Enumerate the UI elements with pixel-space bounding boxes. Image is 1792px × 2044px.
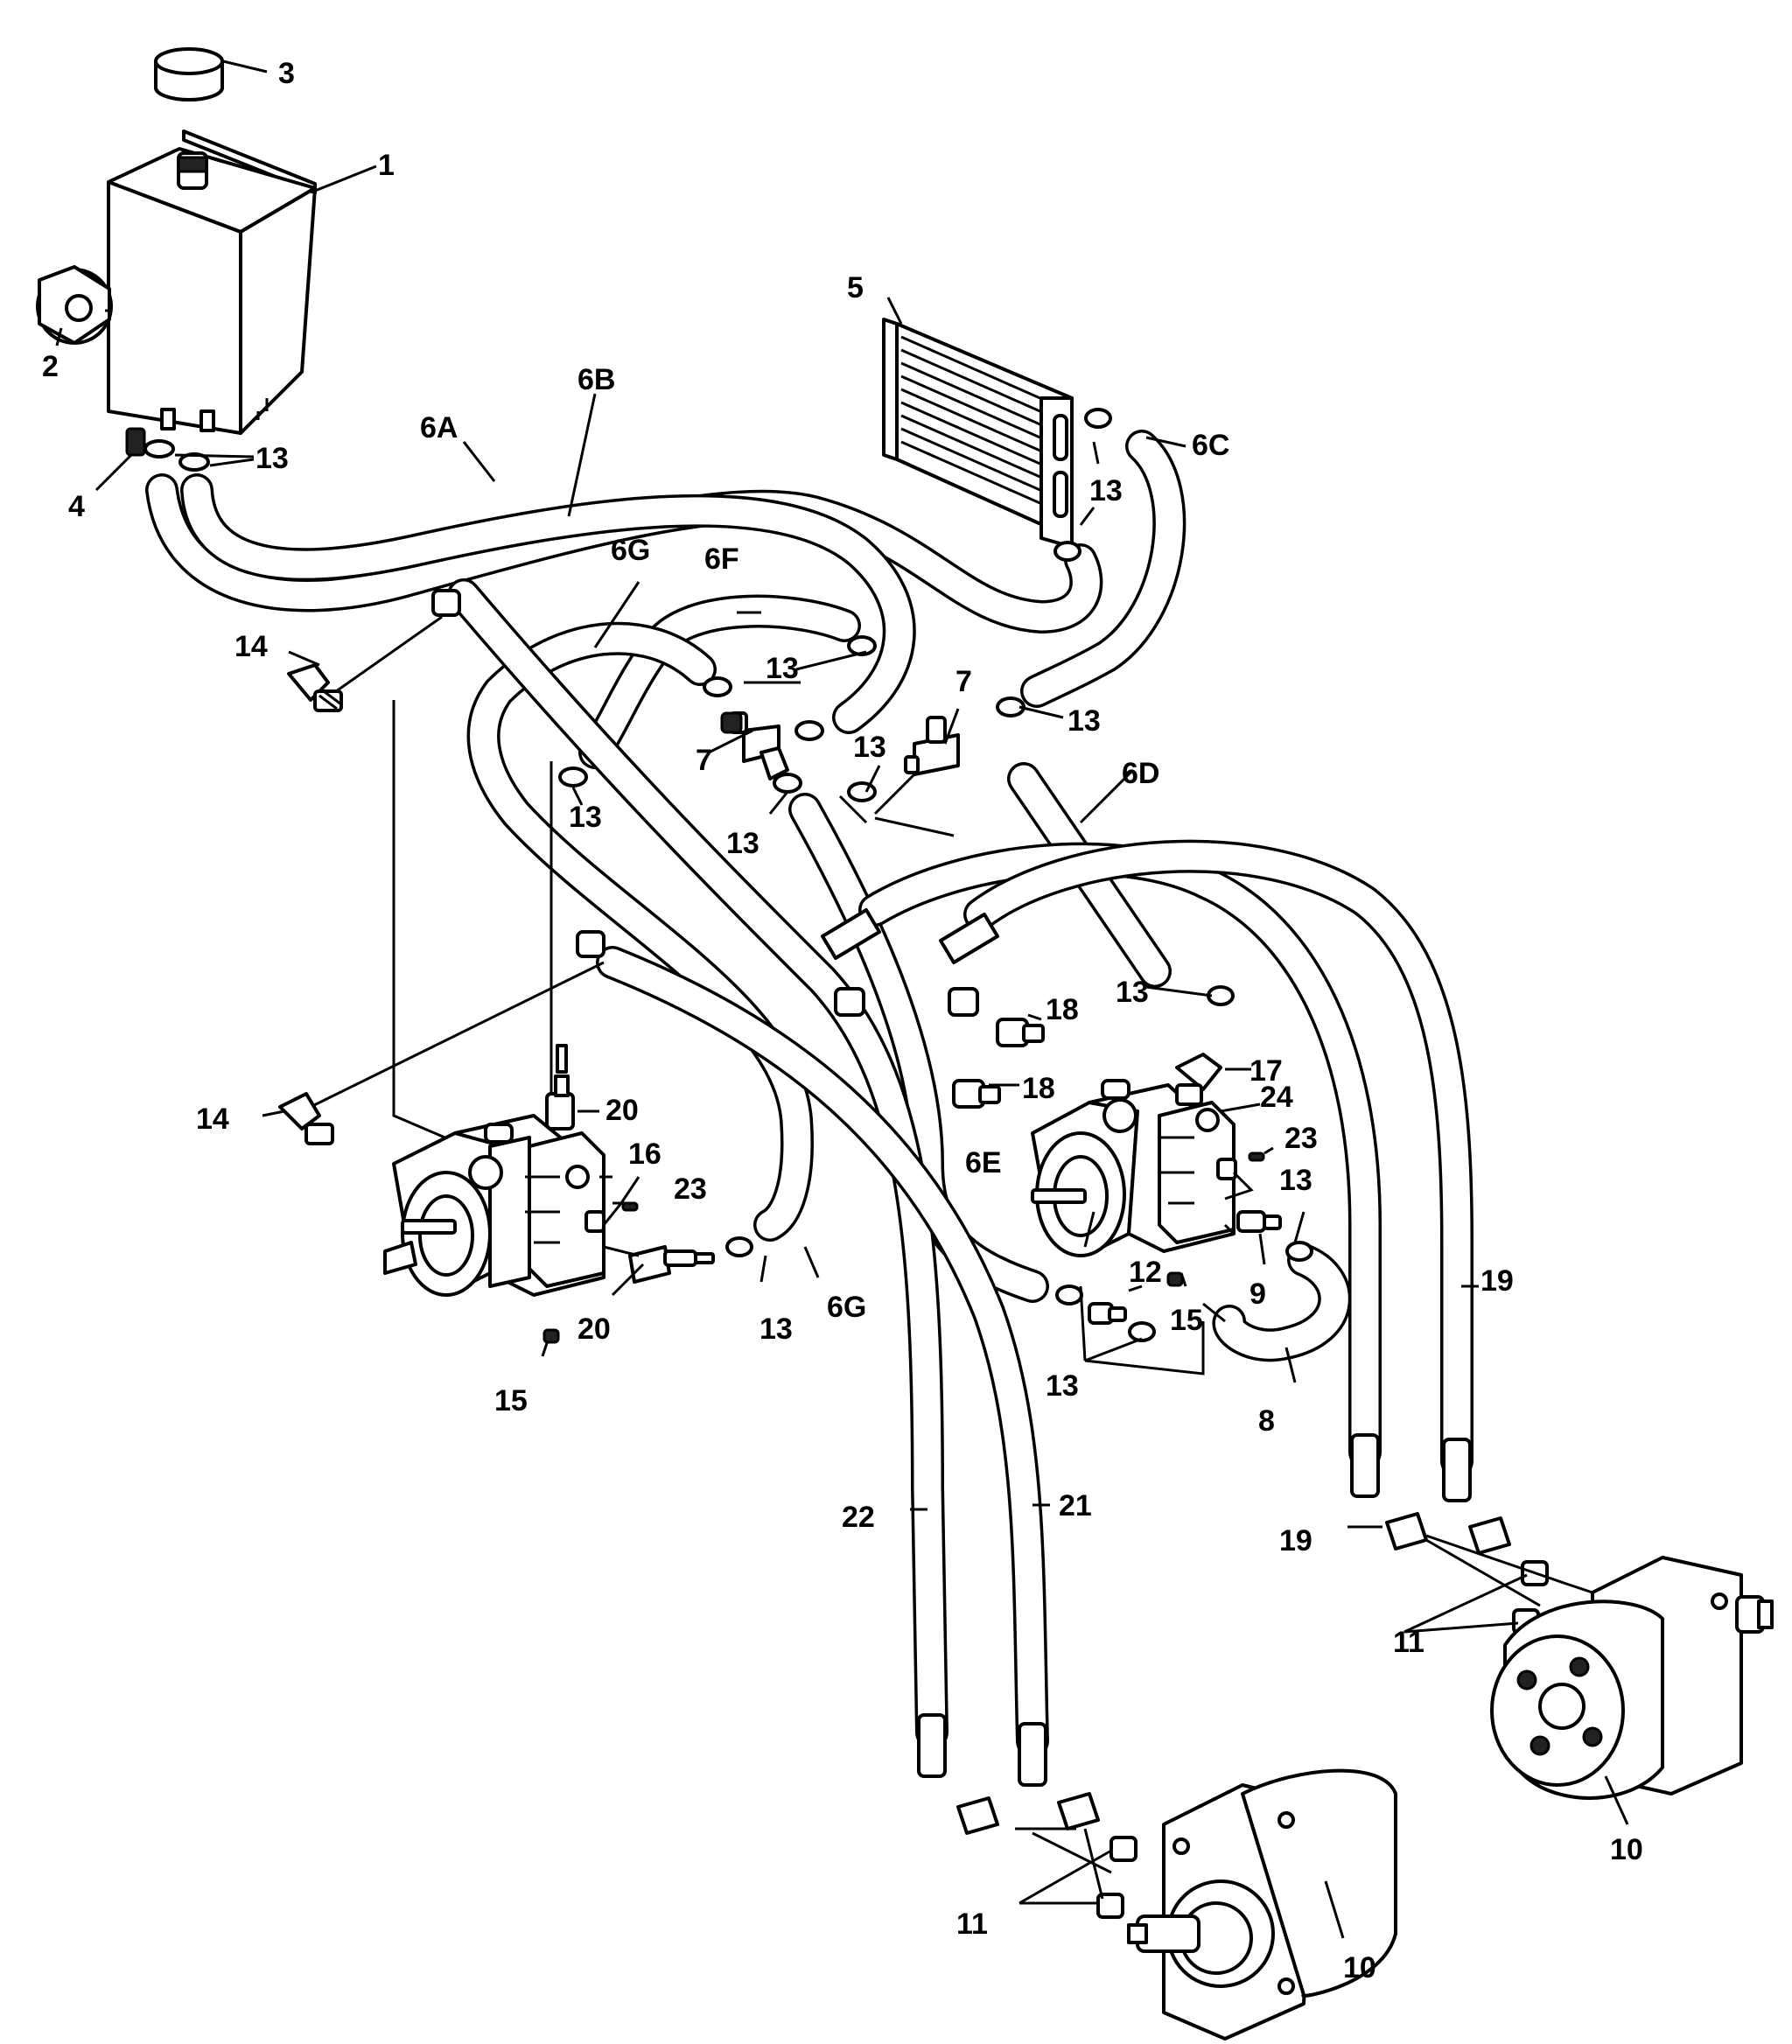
label-20-upper: 20 (606, 1094, 639, 1127)
label-13-6e: 13 (1046, 1369, 1079, 1403)
hose-8 (1212, 1243, 1352, 1362)
hose-6G (466, 621, 814, 1242)
label-9: 9 (1250, 1278, 1266, 1311)
elbow-fitting-17 (1175, 1053, 1222, 1106)
hose-22 (447, 578, 948, 1749)
fitting-18-lower (952, 1079, 1001, 1109)
label-6C: 6C (1192, 429, 1229, 462)
label-21: 21 (1059, 1489, 1092, 1522)
label-8: 8 (1258, 1404, 1275, 1438)
label-6A: 6A (420, 411, 458, 444)
label-10-right: 10 (1610, 1833, 1643, 1866)
label-13-center: 13 (726, 827, 760, 860)
fitting-12 (1088, 1302, 1127, 1325)
hose-21 (596, 946, 1049, 1758)
label-5: 5 (847, 271, 864, 304)
hose-19-a (858, 842, 1382, 1469)
label-13-pump-left: 13 (760, 1312, 793, 1346)
label-12: 12 (1129, 1256, 1162, 1289)
label-3: 3 (278, 57, 295, 90)
wheel-motor-upper (1490, 1556, 1774, 1800)
sensor-20-upper (545, 1044, 575, 1130)
hydraulic-pump-right (1031, 1079, 1236, 1257)
fitting-23-left (584, 1210, 606, 1233)
tube-nut-lower (576, 930, 606, 958)
label-4: 4 (68, 490, 85, 523)
oil-cooler (882, 318, 1074, 549)
label-11-right: 11 (1393, 1626, 1424, 1659)
label-14-upper: 14 (234, 630, 268, 663)
reservoir-tank (107, 130, 317, 435)
nut-15-left (542, 1328, 560, 1344)
leader-lines (55, 60, 1629, 1939)
drain-plug (125, 427, 146, 457)
label-22: 22 (842, 1501, 875, 1534)
fitting-18-upper (996, 1018, 1045, 1047)
label-6F: 6F (704, 542, 739, 576)
label-2: 2 (42, 350, 59, 383)
elbow-fitting-14-upper (287, 663, 343, 712)
label-13-tee: 13 (853, 731, 886, 764)
label-13-6g: 13 (569, 801, 602, 834)
label-1: 1 (378, 149, 395, 182)
label-15-right: 15 (1170, 1304, 1203, 1337)
tee-fitting-7-right (873, 716, 960, 816)
label-6E: 6E (965, 1146, 1002, 1180)
nut-15-right (1166, 1271, 1184, 1287)
hose-crimps-lower-right (1350, 1433, 1593, 1634)
label-18-lower: 18 (1022, 1072, 1055, 1105)
screw-23-right (1248, 1152, 1265, 1162)
fitting-23-right (1216, 1158, 1237, 1180)
filter-element (36, 265, 113, 345)
label-19-upper: 19 (1480, 1264, 1514, 1298)
label-6G-lower: 6G (827, 1291, 866, 1324)
hose-crimps-upper (821, 908, 999, 1017)
label-23-right: 23 (1284, 1122, 1318, 1155)
label-6D: 6D (1122, 757, 1159, 790)
callout-labels: 1 2 3 4 5 6A 6B 6C 6D 6E 6F 6G 6G 7 7 8 … (42, 57, 1643, 1984)
coupler-center (720, 711, 743, 734)
label-24: 24 (1260, 1081, 1293, 1114)
fitting-9 (1236, 1210, 1282, 1233)
label-6B: 6B (578, 363, 615, 396)
label-7-left: 7 (696, 744, 712, 777)
hydraulic-pump-left (383, 1114, 606, 1297)
label-23-left: 23 (674, 1172, 707, 1206)
label-13-tank: 13 (256, 442, 289, 475)
elbow-fitting-14-lower (278, 1092, 334, 1145)
label-17: 17 (1250, 1054, 1283, 1088)
label-13-6f: 13 (766, 652, 799, 685)
label-14-lower: 14 (196, 1102, 229, 1136)
label-6G-upper: 6G (611, 534, 650, 567)
label-10-lower: 10 (1343, 1951, 1376, 1984)
reservoir-cap (154, 47, 224, 102)
hose-19-b (963, 839, 1474, 1478)
label-13-6d: 13 (1116, 976, 1149, 1009)
label-16: 16 (628, 1138, 662, 1171)
label-13-6c: 13 (1068, 704, 1101, 738)
label-13-cooler-lower: 13 (1089, 474, 1123, 508)
hose-crimps-lower-left (917, 1713, 1138, 1919)
label-20-lower: 20 (578, 1312, 611, 1346)
label-19-lower: 19 (1279, 1524, 1312, 1558)
hose-6C (1020, 430, 1186, 708)
label-18-upper: 18 (1046, 993, 1079, 1026)
sensor-20-lower (628, 1245, 715, 1284)
label-13-pump-right: 13 (1279, 1164, 1312, 1197)
wheel-motor-lower (1127, 1768, 1397, 2040)
tube-nut-upper (431, 589, 461, 617)
label-11-lower: 11 (956, 1908, 988, 1941)
label-15-left: 15 (494, 1384, 528, 1418)
label-7-right: 7 (956, 665, 972, 698)
tube-lines (310, 615, 955, 1144)
hose-6B (180, 473, 916, 734)
